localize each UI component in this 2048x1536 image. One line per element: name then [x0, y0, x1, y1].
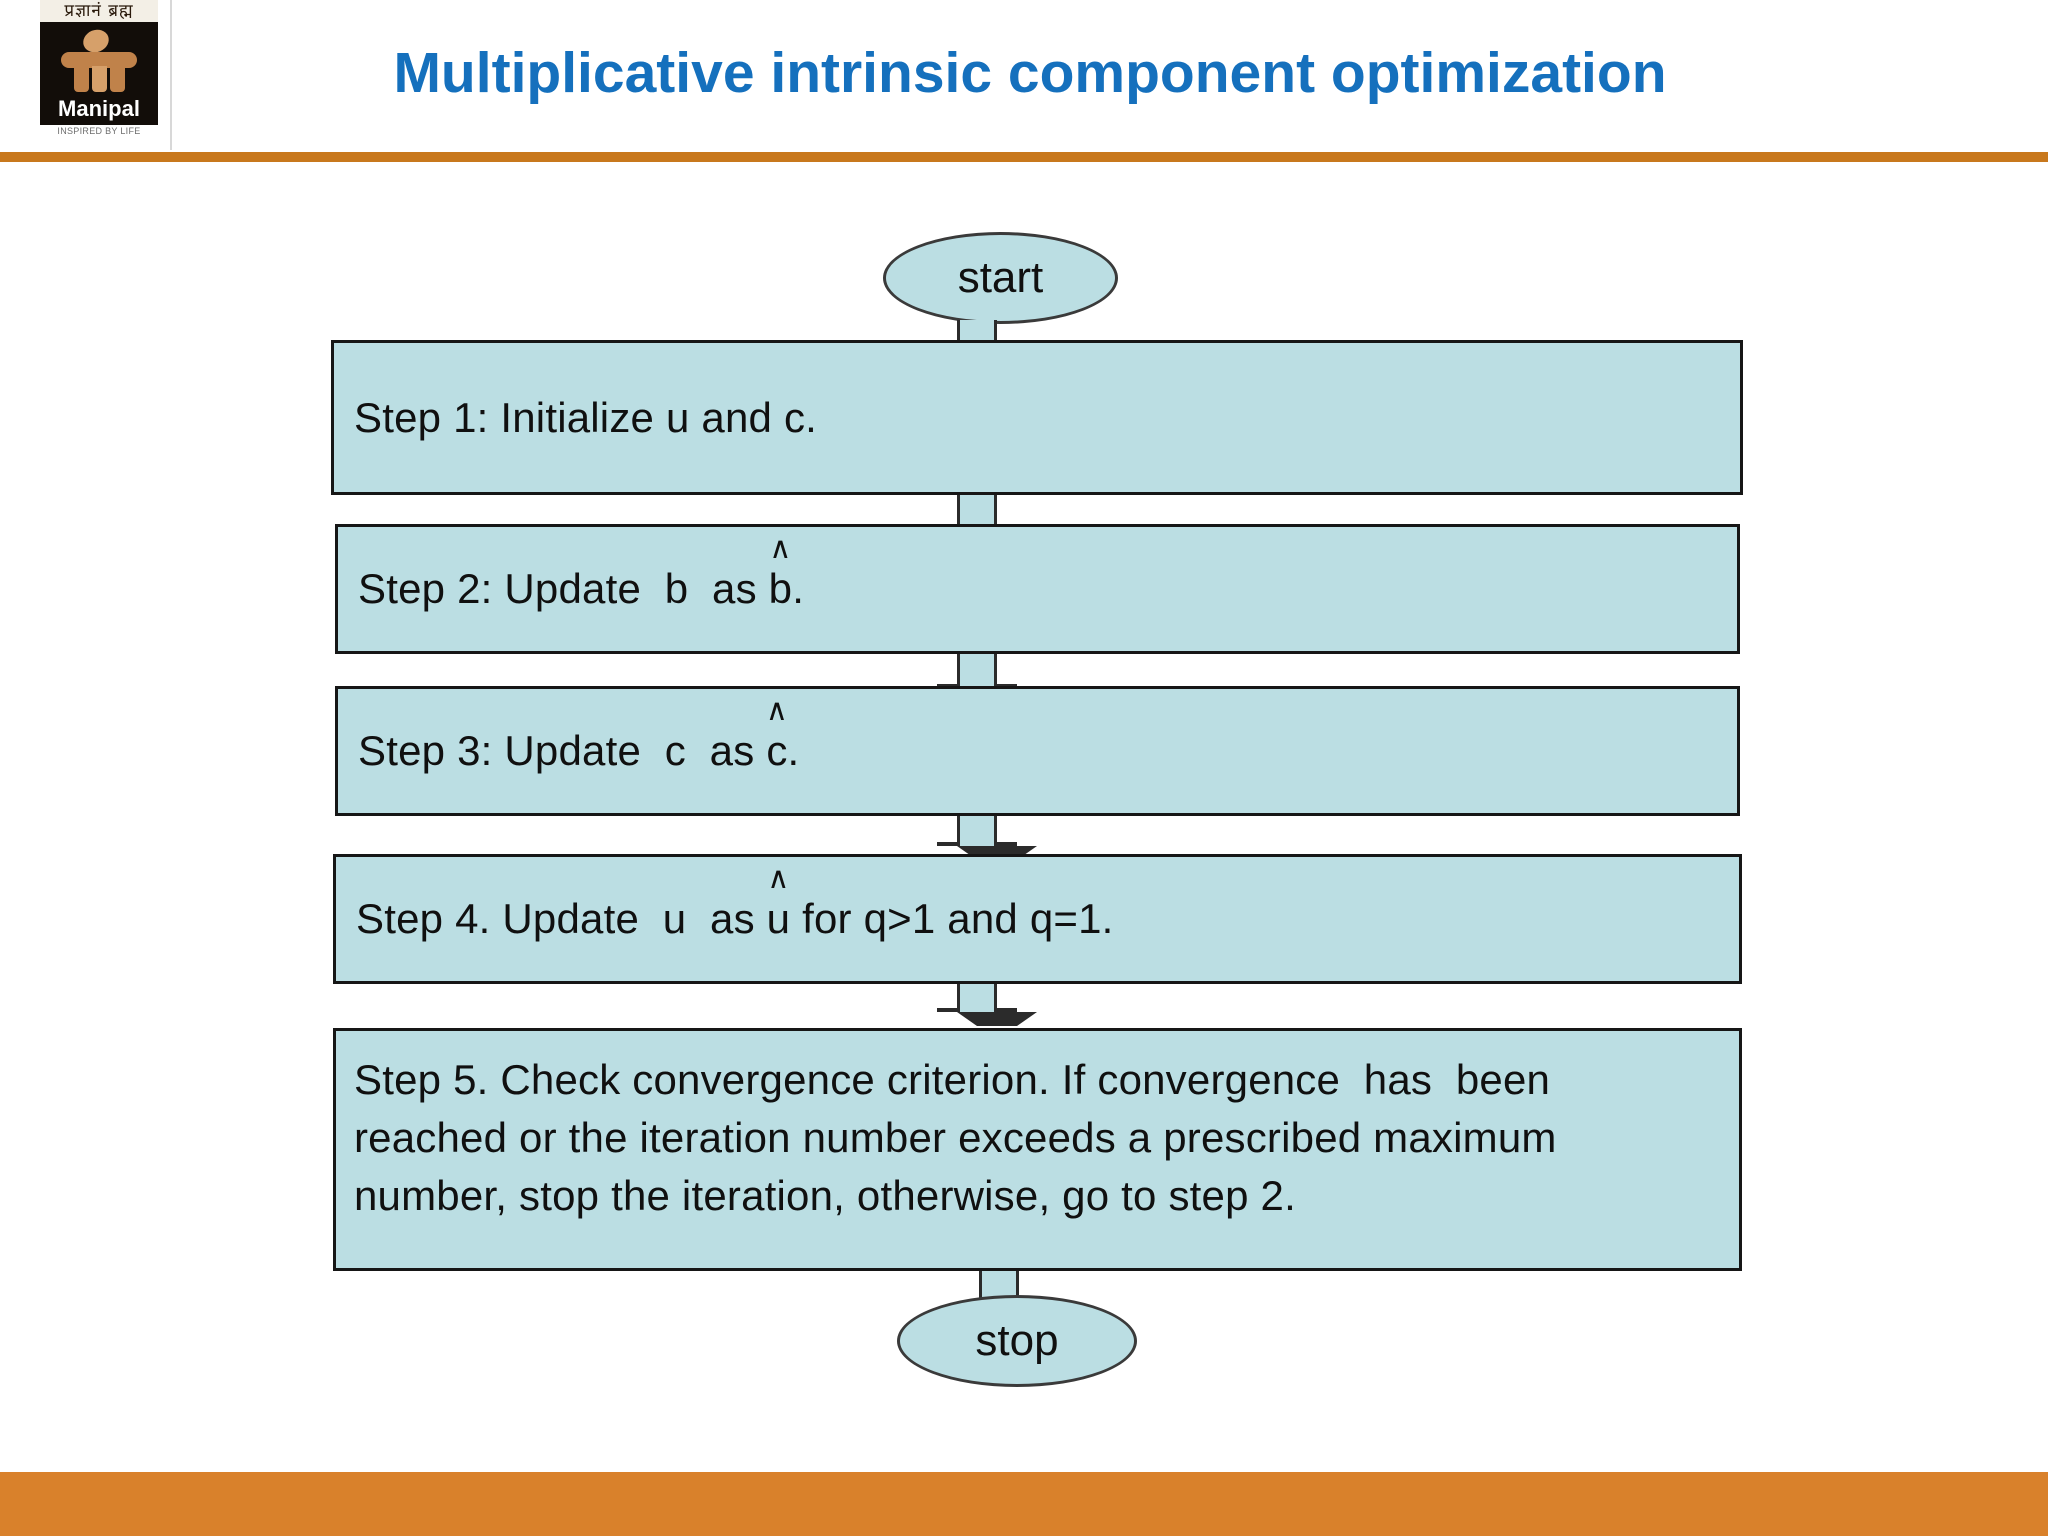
flow-node-step3: Step 3: Update c as ∧c.	[335, 686, 1740, 816]
flow-node-step5-label: Step 5. Check convergence criterion. If …	[336, 1051, 1557, 1225]
connector-wing-left	[937, 1008, 959, 1012]
flow-node-step2-hatvar: ∧b	[768, 534, 793, 618]
flowchart: start Step 1: Initialize u and c. Step 2…	[0, 162, 2048, 1472]
slide-header: प्रज्ञानं ब्रह्म Manipal INSPIRED BY LIF…	[0, 0, 2048, 152]
flow-node-step4-label-pre: Step 4. Update u as	[356, 895, 767, 942]
logo-figure-leg-left	[74, 66, 89, 92]
flow-node-step3-hatvar: ∧c	[766, 696, 788, 780]
flow-node-step3-label-pre: Step 3: Update c as	[358, 727, 767, 774]
footer-accent-bar	[0, 1472, 2048, 1536]
header-accent-bar	[0, 152, 2048, 162]
flow-node-stop: stop	[897, 1295, 1137, 1387]
flow-node-step4: Step 4. Update u as ∧u for q>1 and q=1.	[333, 854, 1742, 984]
logo-figure-leg-right	[110, 66, 125, 92]
logo-emblem-box: Manipal	[40, 22, 158, 125]
logo-figure-arms	[61, 52, 137, 68]
connector-stem	[957, 654, 997, 688]
hat-accent-icon: ∧	[765, 694, 788, 727]
flow-connector-step2-step3	[937, 654, 1017, 696]
flow-node-step3-label: Step 3: Update c as ∧c.	[338, 696, 800, 780]
connector-wing-right	[995, 842, 1017, 846]
flow-node-step2-label: Step 2: Update b as ∧b.	[338, 534, 805, 618]
connector-wing-left	[937, 842, 959, 846]
flow-node-step4-label: Step 4. Update u as ∧u for q>1 and q=1.	[336, 864, 1114, 948]
flow-node-step2: Step 2: Update b as ∧b.	[335, 524, 1740, 654]
flow-node-step3-var: c	[766, 727, 788, 774]
hat-accent-icon: ∧	[767, 862, 790, 895]
connector-stem	[957, 495, 997, 529]
logo-wordmark: Manipal	[58, 96, 140, 121]
logo-figure-leg-center	[92, 66, 107, 92]
logo-figure-icon	[61, 25, 137, 92]
connector-arrowhead-icon	[957, 1012, 1037, 1026]
flow-node-step1-label: Step 1: Initialize u and c.	[354, 393, 818, 441]
flow-node-step2-var: b	[768, 565, 793, 612]
logo-sanskrit-motto: प्रज्ञानं ब्रह्म	[40, 0, 158, 22]
flow-connector-step4-step5	[937, 984, 1037, 1032]
flow-node-start: start	[883, 232, 1118, 324]
flow-node-step5-line3: number, stop the iteration, otherwise, g…	[354, 1172, 1296, 1219]
flow-node-step3-label-post: .	[787, 727, 800, 774]
header-divider	[170, 0, 172, 150]
connector-wing-right	[995, 1008, 1017, 1012]
hat-accent-icon: ∧	[769, 532, 792, 565]
flow-node-step5-line1: Step 5. Check convergence criterion. If …	[354, 1056, 1551, 1103]
flow-node-step2-label-pre: Step 2: Update b as	[358, 565, 769, 612]
flow-node-step2-label-post: .	[792, 565, 805, 612]
page-title: Multiplicative intrinsic component optim…	[393, 41, 1667, 105]
logo-tagline: INSPIRED BY LIFE	[57, 126, 141, 136]
manipal-logo: प्रज्ञानं ब्रह्म Manipal INSPIRED BY LIF…	[40, 0, 158, 148]
flow-node-step1: Step 1: Initialize u and c.	[331, 340, 1743, 495]
flow-node-step4-var: u	[766, 895, 791, 942]
flow-node-step5: Step 5. Check convergence criterion. If …	[333, 1028, 1742, 1271]
connector-stem	[957, 984, 997, 1012]
flow-node-step5-line2: reached or the iteration number exceeds …	[354, 1114, 1557, 1161]
connector-stem	[957, 816, 997, 846]
flow-node-step4-hatvar: ∧u	[766, 864, 791, 948]
flow-node-step4-label-post: for q>1 and q=1.	[790, 895, 1114, 942]
